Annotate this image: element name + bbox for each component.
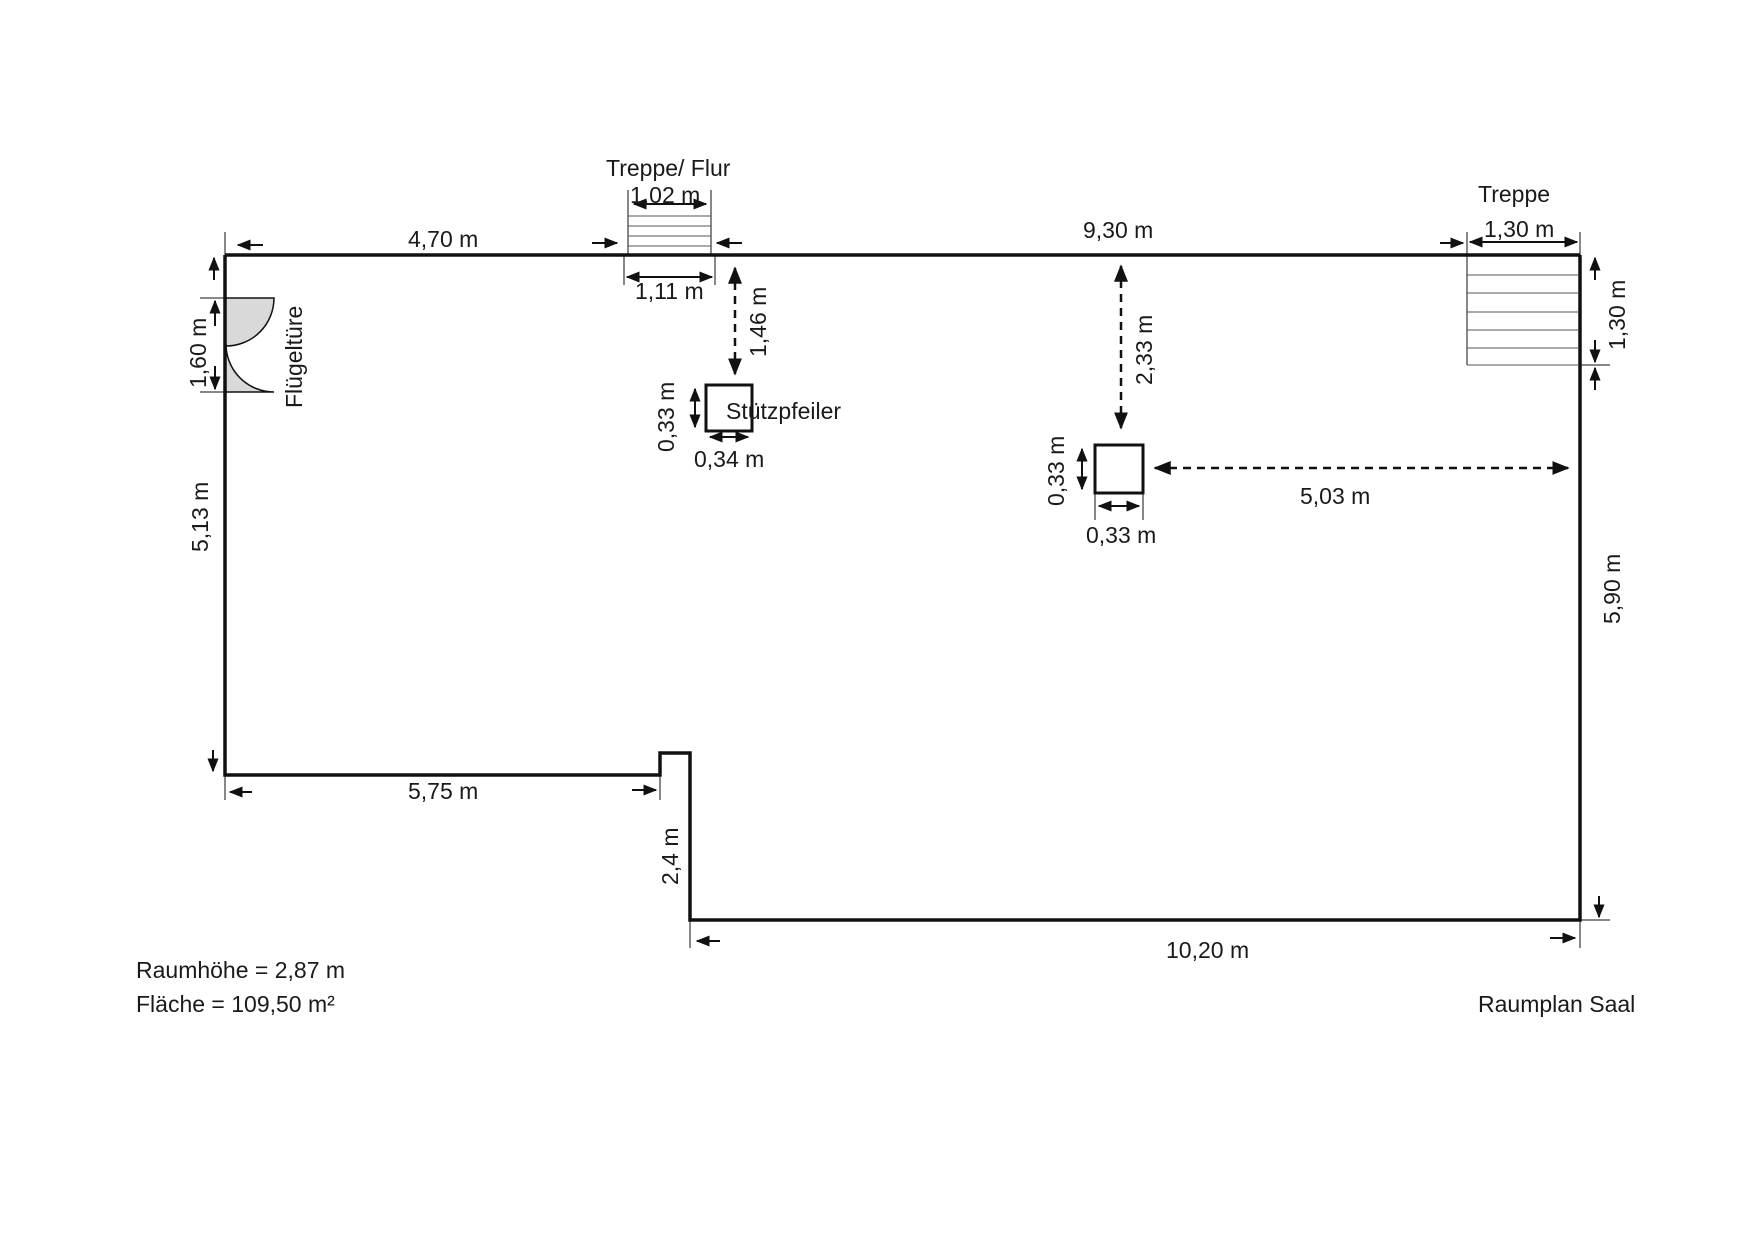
dim-pillar2-right-label: 5,03 m (1300, 483, 1370, 509)
dim-stair-depth-label: 1,30 m (1604, 280, 1630, 350)
dim-top-left-label: 4,70 m (408, 226, 478, 252)
dim-pillar2-dist-label: 2,33 m (1131, 315, 1157, 385)
stair-label: Treppe (1478, 181, 1550, 207)
dim-door-label: 1,60 m (185, 318, 211, 388)
dim-pillar2-w-label: 0,33 m (1086, 522, 1156, 548)
pillar-label: Stützpfeiler (726, 398, 841, 424)
dim-pillar1-h-label: 0,33 m (653, 382, 679, 452)
stair-hall-label: Treppe/ Flur (606, 155, 731, 181)
dim-top-right-label: 9,30 m (1083, 217, 1153, 243)
dim-step-label: 2,4 m (657, 827, 683, 885)
pillar-1 (704, 383, 754, 433)
pillar-2 (1093, 443, 1145, 495)
stair-right (1466, 232, 1579, 366)
dim-left-wall-label: 5,13 m (187, 482, 213, 552)
room-height-note: Raumhöhe = 2,87 m (136, 957, 345, 983)
stair-hall (627, 190, 712, 255)
dim-pillar2-h-label: 0,33 m (1043, 436, 1069, 506)
door-label: Flügeltüre (281, 306, 307, 408)
dim-stair-width-label: 1,30 m (1484, 216, 1554, 242)
room-outline (223, 253, 1582, 922)
dim-bottom-left-label: 5,75 m (408, 778, 478, 804)
dim-stair-hall-bottom-label: 1,11 m (635, 278, 704, 304)
dim-right-wall-label: 5,90 m (1599, 554, 1625, 624)
dim-stair-hall-top-label: 1,02 m (630, 182, 700, 208)
dim-pillar1-w-label: 0,34 m (694, 446, 764, 472)
dim-bottom-right-label: 10,20 m (1166, 937, 1249, 963)
area-note: Fläche = 109,50 m² (136, 991, 335, 1017)
dim-pillar1-dist-label: 1,46 m (745, 287, 771, 357)
door-double (225, 297, 275, 393)
plan-title: Raumplan Saal (1478, 991, 1635, 1017)
